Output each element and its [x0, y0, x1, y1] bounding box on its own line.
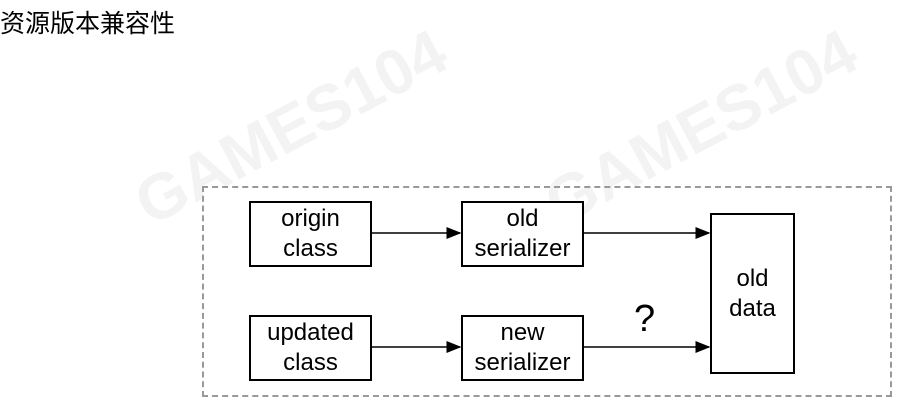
dashed-frame	[202, 186, 892, 397]
updated-class-box: updated class	[249, 315, 372, 381]
origin-class-box: origin class	[249, 201, 372, 267]
new-serializer-box: new serializer	[461, 315, 584, 381]
page-title: 资源版本兼容性	[0, 9, 176, 38]
old-data-box: old data	[710, 213, 795, 374]
old-serializer-box: old serializer	[461, 201, 584, 267]
question-mark: ?	[634, 298, 656, 340]
